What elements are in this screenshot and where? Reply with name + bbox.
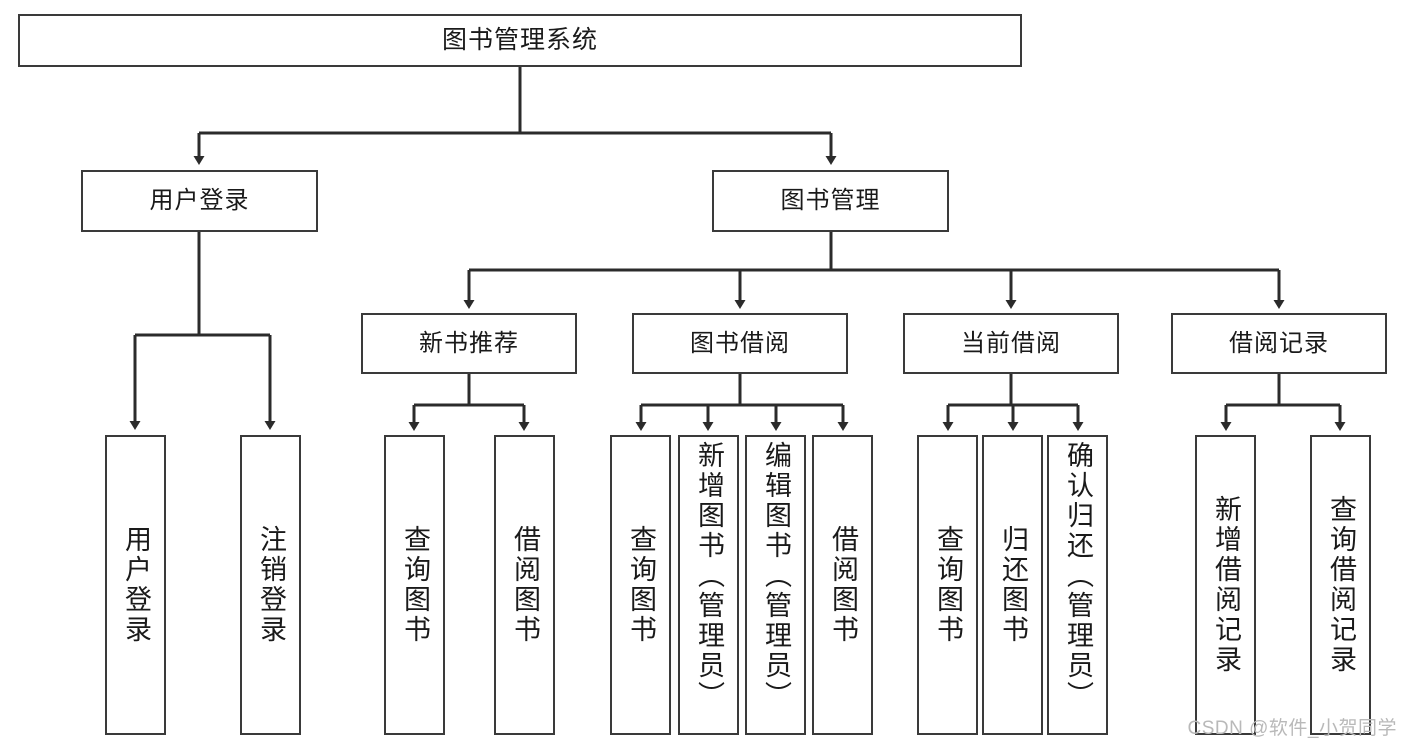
leaf-user-login-login[interactable]: 用户登录 (105, 435, 166, 735)
node-label: 新增借阅记录 (1211, 495, 1241, 675)
node-label: 借阅图书 (510, 525, 540, 645)
node-label: 图书借阅 (690, 329, 790, 357)
leaf-borrow-query-book[interactable]: 查询图书 (610, 435, 671, 735)
node-current-borrow[interactable]: 当前借阅 (903, 313, 1119, 374)
node-label: 注销登录 (256, 525, 286, 645)
node-label: 图书管理系统 (441, 26, 598, 55)
node-label: 查询图书 (626, 525, 656, 645)
leaf-user-login-logout[interactable]: 注销登录 (240, 435, 301, 735)
node-label: 编辑图书（管理员） (761, 441, 791, 711)
node-book-borrow[interactable]: 图书借阅 (632, 313, 848, 374)
node-label: 确认归还（管理员） (1063, 441, 1093, 711)
node-label: 图书管理 (780, 187, 881, 215)
node-label: 查询图书 (933, 525, 963, 645)
leaf-borrow-add-book-admin[interactable]: 新增图书（管理员） (678, 435, 739, 735)
leaf-borrow-borrow-book[interactable]: 借阅图书 (812, 435, 873, 735)
leaf-current-query-book[interactable]: 查询图书 (917, 435, 978, 735)
node-label: 归还图书 (998, 525, 1028, 645)
node-label: 查询借阅记录 (1326, 495, 1356, 675)
node-label: 新增图书（管理员） (694, 441, 724, 711)
node-label: 当前借阅 (961, 329, 1061, 357)
leaf-recommend-query-book[interactable]: 查询图书 (384, 435, 445, 735)
leaf-record-query-record[interactable]: 查询借阅记录 (1310, 435, 1371, 735)
leaf-current-confirm-return-admin[interactable]: 确认归还（管理员） (1047, 435, 1108, 735)
leaf-current-return-book[interactable]: 归还图书 (982, 435, 1043, 735)
node-label: 查询图书 (400, 525, 430, 645)
node-root-system[interactable]: 图书管理系统 (18, 14, 1022, 67)
watermark-text: CSDN @软件_小贺同学 (1187, 718, 1397, 739)
leaf-record-add-record[interactable]: 新增借阅记录 (1195, 435, 1256, 735)
node-user-login[interactable]: 用户登录 (81, 170, 318, 232)
node-new-book-recommend[interactable]: 新书推荐 (361, 313, 577, 374)
node-label: 借阅图书 (828, 525, 858, 645)
node-label: 借阅记录 (1229, 329, 1329, 357)
node-book-management[interactable]: 图书管理 (712, 170, 949, 232)
node-label: 新书推荐 (419, 329, 519, 357)
node-label: 用户登录 (149, 187, 250, 215)
leaf-borrow-edit-book-admin[interactable]: 编辑图书（管理员） (745, 435, 806, 735)
leaf-recommend-borrow-book[interactable]: 借阅图书 (494, 435, 555, 735)
node-label: 用户登录 (121, 525, 151, 645)
node-borrow-record[interactable]: 借阅记录 (1171, 313, 1387, 374)
